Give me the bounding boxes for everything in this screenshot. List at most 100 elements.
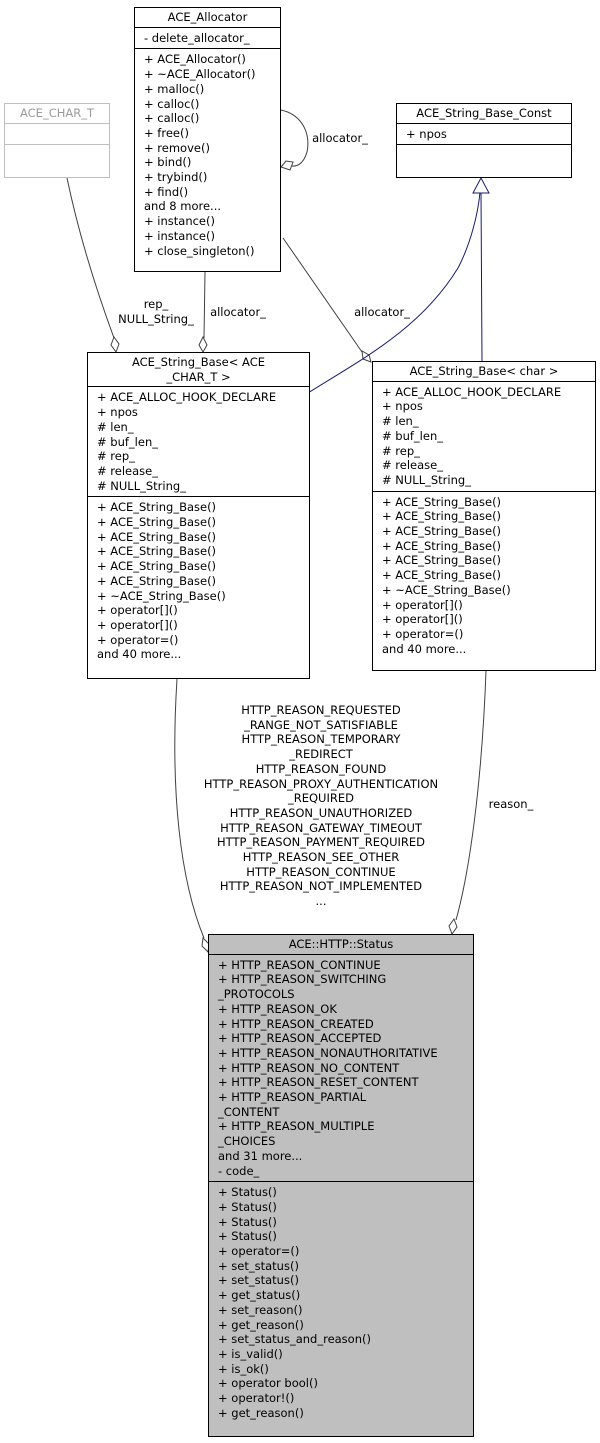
method: + ACE_String_Base() (97, 573, 217, 588)
method: + find() (144, 184, 189, 199)
attribute: + HTTP_REASON_PARTIAL (218, 1090, 367, 1105)
edge-allocator-to-template (203, 271, 206, 339)
edge-label-line: HTTP_REASON_PROXY_AUTHENTICATION (203, 776, 439, 791)
method: + get_reason() (218, 1405, 304, 1420)
class-title-line: ACE::HTTP::Status (288, 937, 394, 951)
class-ace-allocator[interactable]: ACE_Allocator- delete_allocator_+ ACE_Al… (134, 7, 281, 272)
class-attributes: - delete_allocator_ (135, 28, 280, 50)
attribute: + npos (406, 126, 447, 141)
method: + get_reason() (218, 1317, 304, 1332)
edge-label-line: rep_ (143, 297, 169, 311)
diamond-char-t-to-template (110, 335, 120, 354)
method: + operator[]() (97, 617, 178, 632)
edge-label-template-to-status: HTTP_REASON_REQUESTED_RANGE_NOT_SATISFIA… (184, 703, 458, 909)
method: + set_status() (218, 1273, 299, 1288)
method: and 8 more... (144, 199, 222, 214)
class-methods (5, 145, 109, 166)
attribute (14, 127, 100, 142)
method: + bind() (144, 155, 192, 170)
edge-label-line: _REQUIRED (288, 791, 354, 806)
class-title: ACE::HTTP::Status (209, 935, 473, 955)
method: + ~ACE_String_Base() (382, 582, 511, 597)
diamond-char-to-status (448, 917, 458, 936)
diamond-allocator-self (280, 160, 294, 171)
edge-label-line: HTTP_REASON_NOT_IMPLEMENTED (219, 879, 423, 894)
attribute: _PROTOCOLS (218, 987, 295, 1002)
class-ace-string-base-const[interactable]: ACE_String_Base_Const+ npos (396, 103, 572, 178)
attribute: + HTTP_REASON_ACCEPTED (218, 1031, 382, 1046)
method: + operator[]() (97, 603, 178, 618)
attribute: # buf_len_ (97, 434, 158, 449)
method: + instance() (144, 228, 215, 243)
edge-label-allocator-self: allocator_ (307, 131, 373, 146)
attribute: + npos (382, 399, 423, 414)
edge-label-char-t-to-template: rep_NULL_String_ (104, 297, 208, 326)
class-methods (397, 145, 571, 166)
class-title-line: ACE_Allocator (167, 10, 248, 24)
edge-char-to-status (455, 670, 487, 921)
class-methods: + ACE_Allocator()+ ~ACE_Allocator()+ mal… (135, 49, 280, 261)
edge-label-line: allocator_ (354, 305, 410, 319)
edge-label-line: NULL_String_ (118, 311, 194, 326)
edge-label-line: allocator_ (312, 131, 368, 145)
attribute: # rep_ (97, 449, 135, 464)
method: + ACE_String_Base() (97, 515, 217, 530)
edge-label-allocator-to-template: allocator_ (204, 305, 272, 320)
method: and 40 more... (382, 641, 467, 656)
class-ace-http-status[interactable]: ACE::HTTP::Status+ HTTP_REASON_CONTINUE+… (208, 934, 474, 1437)
method: + is_ok() (218, 1361, 269, 1376)
edge-label-line: HTTP_REASON_CONTINUE (246, 864, 396, 879)
method: + operator!() (218, 1391, 295, 1406)
method (406, 148, 562, 163)
attribute: # release_ (97, 463, 158, 478)
method: + ACE_String_Base() (382, 568, 502, 583)
method: + Status() (218, 1229, 277, 1244)
attribute: + HTTP_REASON_OK (218, 1001, 337, 1016)
edge-label-line: reason_ (488, 797, 534, 811)
class-attributes: + npos (397, 124, 571, 146)
attribute: + HTTP_REASON_MULTIPLE (218, 1119, 375, 1134)
edge-label-line: HTTP_REASON_FOUND (255, 761, 387, 776)
method: + is_valid() (218, 1346, 283, 1361)
class-ace-string-base-template[interactable]: ACE_String_Base< ACE_CHAR_T >+ ACE_ALLOC… (87, 352, 310, 679)
method: + ACE_String_Base() (382, 509, 502, 524)
edge-template-to-status (174, 678, 205, 939)
edge-allocator-to-char (282, 237, 363, 353)
class-ace-char-t[interactable]: ACE_CHAR_T (4, 103, 110, 178)
method: + ACE_Allocator() (144, 52, 246, 67)
method: + set_reason() (218, 1302, 303, 1317)
attribute: + HTTP_REASON_CONTINUE (218, 957, 381, 972)
attribute: # buf_len_ (382, 428, 443, 443)
attribute: # NULL_String_ (97, 478, 186, 493)
attribute: _CONTENT (218, 1104, 280, 1119)
method: + ACE_String_Base() (382, 538, 502, 553)
class-attributes (5, 124, 109, 146)
edge-char-t-to-template (66, 177, 115, 339)
method: + set_status_and_reason() (218, 1332, 371, 1347)
edge-label-allocator-to-char: allocator_ (348, 305, 416, 320)
method: + ACE_String_Base() (97, 500, 217, 515)
class-methods: + ACE_String_Base()+ ACE_String_Base()+ … (88, 497, 309, 665)
class-title-line: ACE_String_Base< ACE (131, 355, 266, 369)
class-ace-string-base-char[interactable]: ACE_String_Base< char >+ ACE_ALLOC_HOOK_… (372, 361, 596, 671)
class-title-line: ACE_String_Base< char > (409, 364, 559, 378)
inheritance-arrow-const (472, 176, 490, 194)
attribute: # rep_ (382, 443, 420, 458)
class-attributes: + ACE_ALLOC_HOOK_DECLARE+ npos# len_# bu… (88, 387, 309, 498)
method: + free() (144, 125, 189, 140)
edge-template-inherits-const (307, 191, 481, 394)
class-title: ACE_CHAR_T (5, 104, 109, 124)
method: + operator[]() (382, 612, 463, 627)
attribute: + HTTP_REASON_RESET_CONTENT (218, 1075, 419, 1090)
class-title-line: ACE_CHAR_T (19, 106, 95, 120)
method: + ~ACE_Allocator() (144, 67, 256, 82)
class-methods: + ACE_String_Base()+ ACE_String_Base()+ … (373, 492, 595, 660)
attribute: _CHOICES (218, 1134, 276, 1149)
attribute: and 31 more... (218, 1148, 303, 1163)
edge-label-char-to-status: reason_ (481, 797, 541, 812)
method (14, 148, 100, 163)
attribute: + HTTP_REASON_SWITCHING (218, 972, 387, 987)
method: and 40 more... (97, 647, 182, 662)
method: + ACE_String_Base() (97, 544, 217, 559)
